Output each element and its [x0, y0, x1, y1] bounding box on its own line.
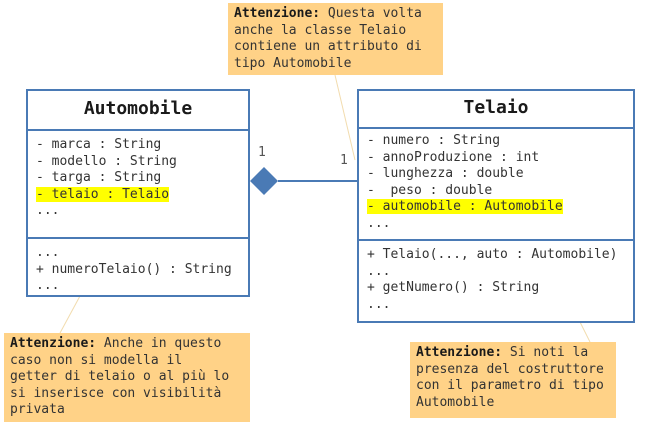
note-line: getter di telaio o al più lo [10, 369, 230, 384]
note-line: Automobile [416, 394, 495, 410]
note-top: Attenzione: Questa volta anche la classe… [228, 3, 443, 75]
note-line: contiene un attributo di [234, 39, 422, 54]
method: + numeroTelaio() : String [36, 261, 232, 277]
method: + Telaio(..., auto : Automobile) [367, 247, 618, 262]
composition-diamond [250, 167, 278, 195]
note-line: con il parametro di tipo [416, 378, 604, 393]
attribute: - targa : String [36, 170, 162, 185]
attribute: - marca : String [36, 137, 162, 152]
note-line: tipo Automobile [234, 55, 352, 71]
note-line: Questa volta [327, 6, 422, 21]
note-line: presenza del costruttore [416, 361, 604, 377]
class-automobile-attributes: - marca : String - modello : String - ta… [28, 129, 248, 237]
note-bottom-left: Attenzione: Anche in questo caso non si … [4, 333, 250, 422]
note-line: Si noti la [509, 345, 589, 360]
note-line: caso non si modella il [10, 352, 183, 368]
multiplicity-right: 1 [340, 153, 348, 168]
note-line: Anche in questo [103, 336, 222, 351]
note-top-callout [334, 74, 356, 161]
class-telaio-attributes: - numero : String - annoProduzione : int… [359, 127, 633, 239]
attribute: - lunghezza : double [367, 166, 524, 181]
note-label: Attenzione: [234, 6, 321, 21]
class-automobile[interactable]: Automobile - marca : String - modello : … [26, 89, 250, 297]
method: ... [36, 278, 60, 293]
class-telaio-methods: + Telaio(..., auto : Automobile) ... + g… [359, 239, 633, 319]
method: ... [367, 263, 391, 279]
attribute: ... [36, 203, 60, 218]
note-line: anche la classe Telaio [234, 22, 407, 38]
note-line: privata [10, 402, 65, 417]
attribute: - peso : double [367, 182, 493, 198]
attribute: ... [367, 215, 391, 231]
method: + getNumero() : String [367, 280, 540, 295]
method: ... [36, 245, 60, 260]
multiplicity-left: 1 [258, 145, 266, 160]
note-label: Attenzione: [10, 336, 97, 351]
class-telaio-name: Telaio [463, 97, 529, 118]
note-line: si inserisce con visibilità [10, 385, 222, 401]
class-telaio[interactable]: Telaio - numero : String - annoProduzion… [357, 89, 635, 323]
attribute-highlighted: - automobile : Automobile [367, 199, 563, 214]
attribute: - modello : String [36, 153, 177, 169]
note-bottom-left-callout [59, 295, 81, 334]
class-automobile-methods: ... + numeroTelaio() : String ... [28, 237, 248, 301]
attribute-highlighted: - telaio : Telaio [36, 186, 170, 202]
note-bottom-right: Attenzione: Si noti la presenza del cost… [410, 342, 616, 418]
note-label: Attenzione: [416, 345, 503, 360]
class-automobile-name: Automobile [83, 98, 193, 119]
method: ... [367, 296, 391, 312]
note-bottom-right-callout [579, 321, 591, 343]
attribute: - numero : String [367, 133, 501, 148]
attribute: - annoProduzione : int [367, 149, 540, 165]
